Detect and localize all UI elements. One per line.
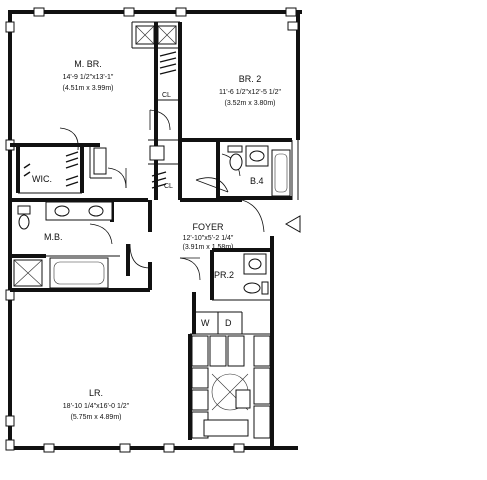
living-room-name: LR. <box>89 388 103 398</box>
closet-label-upper: CL <box>162 92 171 99</box>
master-bedroom-dim-metric: (4.51m x 3.99m) <box>63 85 114 92</box>
bedroom2-dim-imperial: 11'-6 1/2"x12'-5 1/2" <box>219 89 282 96</box>
washer-label: W <box>201 318 210 328</box>
entry-arrow-icon <box>284 215 301 233</box>
master-bedroom-dim-imperial: 14'-9 1/2"x13'-1" <box>63 74 114 81</box>
fixtures <box>13 25 301 439</box>
powder-room-label: PR.2 <box>214 270 234 280</box>
room-label-master-bedroom: M. BR. 14'-9 1/2"x13'-1" (4.51m x 3.99m) <box>63 59 114 92</box>
master-bedroom-name: M. BR. <box>74 59 102 69</box>
room-label-bedroom2: BR. 2 11'-6 1/2"x12'-5 1/2" (3.52m x 3.8… <box>219 74 282 107</box>
bedroom2-name: BR. 2 <box>239 74 262 84</box>
closet-hatching <box>23 51 177 189</box>
master-bath-label: M.B. <box>44 232 63 242</box>
door-swings <box>59 109 265 281</box>
kitchen-cabinets <box>191 335 271 439</box>
closet-label-lower: CL <box>164 183 173 190</box>
bedroom2-dim-metric: (3.52m x 3.80m) <box>225 100 276 107</box>
living-room-dim-imperial: 18'-10 1/4"x16'-0 1/2" <box>63 403 130 410</box>
bath4-label: B.4 <box>250 176 264 186</box>
exterior-walls <box>8 10 302 450</box>
foyer-dim-imperial: 12'-10"x5'-2 1/4" <box>183 235 234 242</box>
walk-in-closet-label: WIC. <box>32 174 52 184</box>
foyer-dim-metric: (3.91m x 1.58m) <box>183 244 234 251</box>
living-room-dim-metric: (5.75m x 4.89m) <box>71 414 122 421</box>
interior-walls <box>10 21 292 440</box>
foyer-name: FOYER <box>192 222 224 232</box>
room-label-foyer: FOYER 12'-10"x5'-2 1/4" (3.91m x 1.58m) <box>183 222 234 251</box>
room-label-living-room: LR. 18'-10 1/4"x16'-0 1/2" (5.75m x 4.89… <box>63 388 130 421</box>
dryer-label: D <box>225 318 232 328</box>
